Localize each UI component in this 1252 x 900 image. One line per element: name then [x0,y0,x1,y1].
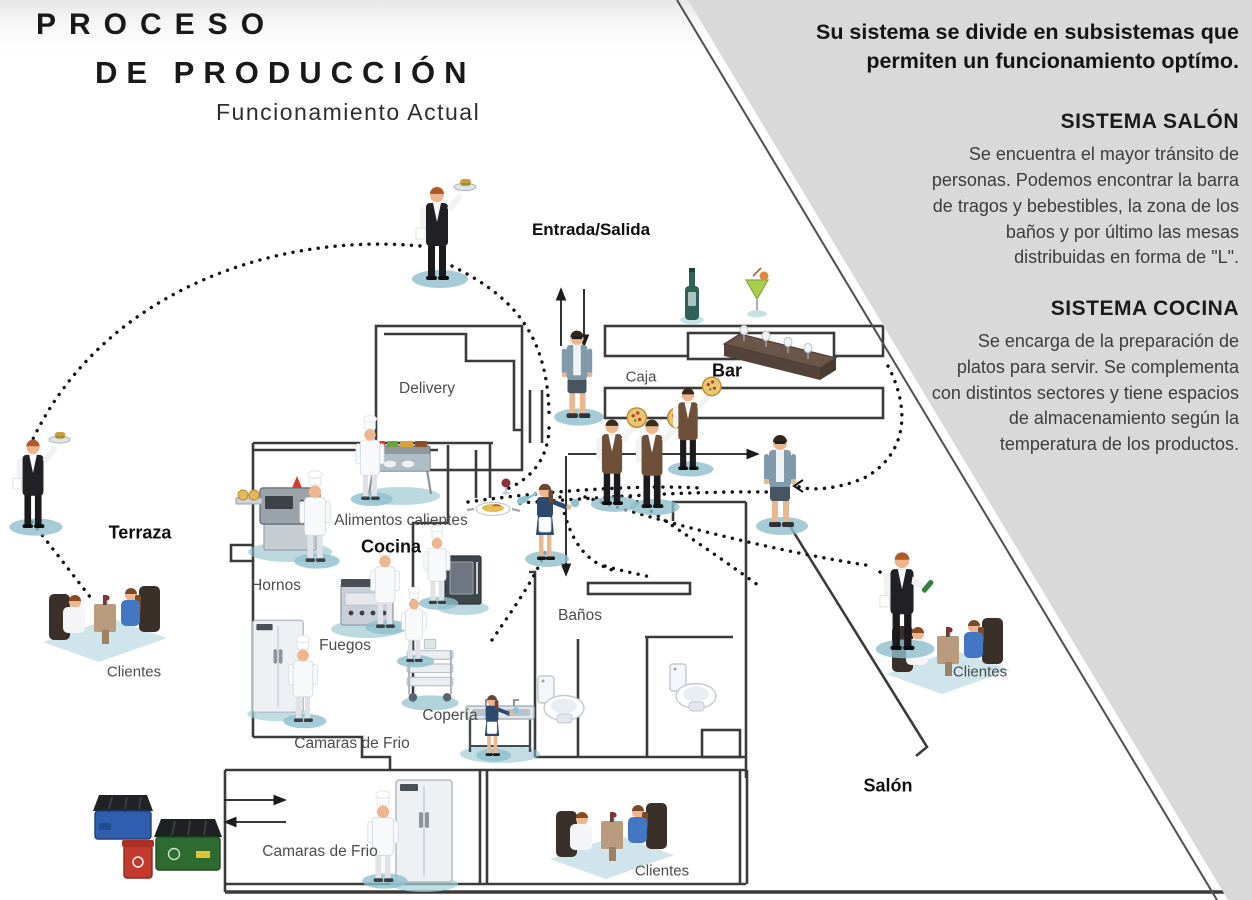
page-subtitle: Funcionamiento Actual [216,99,481,125]
label-cocina: Cocina [360,536,422,557]
blue-dumpster-icon [92,794,154,840]
panel-intro: Su sistema se divide en subsistemas que … [815,20,1239,74]
label-alimentos-calientes: Alimentos calientes [334,512,468,529]
label-camaras-frio-inferior: Camaras de Frio [262,843,378,860]
label-coperia: Copería [422,707,478,724]
dotted-path-arrowhead [792,479,804,493]
terrace-clients-table-icon [42,585,168,663]
label-hornos: Hornos [251,577,301,594]
label-clientes-terraza: Clientes [106,663,162,681]
label-camaras-frio-superior: Camaras de Frio [294,735,410,752]
label-delivery: Delivery [399,380,455,397]
label-entrada-salida: Entrada/Salida [531,220,651,239]
toilet-icon [669,663,717,712]
label-clientes-inferior: Clientes [634,862,690,880]
label-terraza: Terraza [108,522,172,543]
panel-heading-sistema-cocina: SISTEMA COCINA [1050,297,1239,321]
cold-room-fridge-bottom-icon [389,779,459,893]
salon-customer-icon [756,435,808,535]
page-title-line1: PROCESO [36,8,278,41]
wine-waiter-icon [875,551,936,659]
green-dumpster-icon [153,818,223,871]
label-fuegos: Fuegos [319,637,371,654]
label-caja: Caja [625,368,657,386]
red-trash-bin-icon [121,839,155,879]
terrace-waiter-icon [8,431,71,537]
label-salon: Salón [863,775,913,796]
panel-body-sistema-salon: Se encuentra el mayor tránsito de person… [931,144,1239,268]
label-banos: Baños [558,607,602,624]
right-panel: Su sistema se divide en subsistemas que … [807,18,1239,458]
right-panel-background [688,0,1252,900]
pasta-plate-icon [466,501,521,517]
waiter-tray-icon [411,178,477,289]
label-bar: Bar [711,360,743,381]
cocktail-icon [745,267,770,319]
panel-diagonal-divider [676,0,1218,900]
page-title-line2: DE PRODUCCIÓN [95,55,476,90]
wine-bottle-icon [680,268,704,324]
label-clientes-salon: Clientes [952,663,1008,681]
panel-heading-sistema-salon: SISTEMA SALÓN [1060,110,1239,134]
panel-body-sistema-cocina: Se encarga de la preparación de platos p… [931,331,1239,455]
